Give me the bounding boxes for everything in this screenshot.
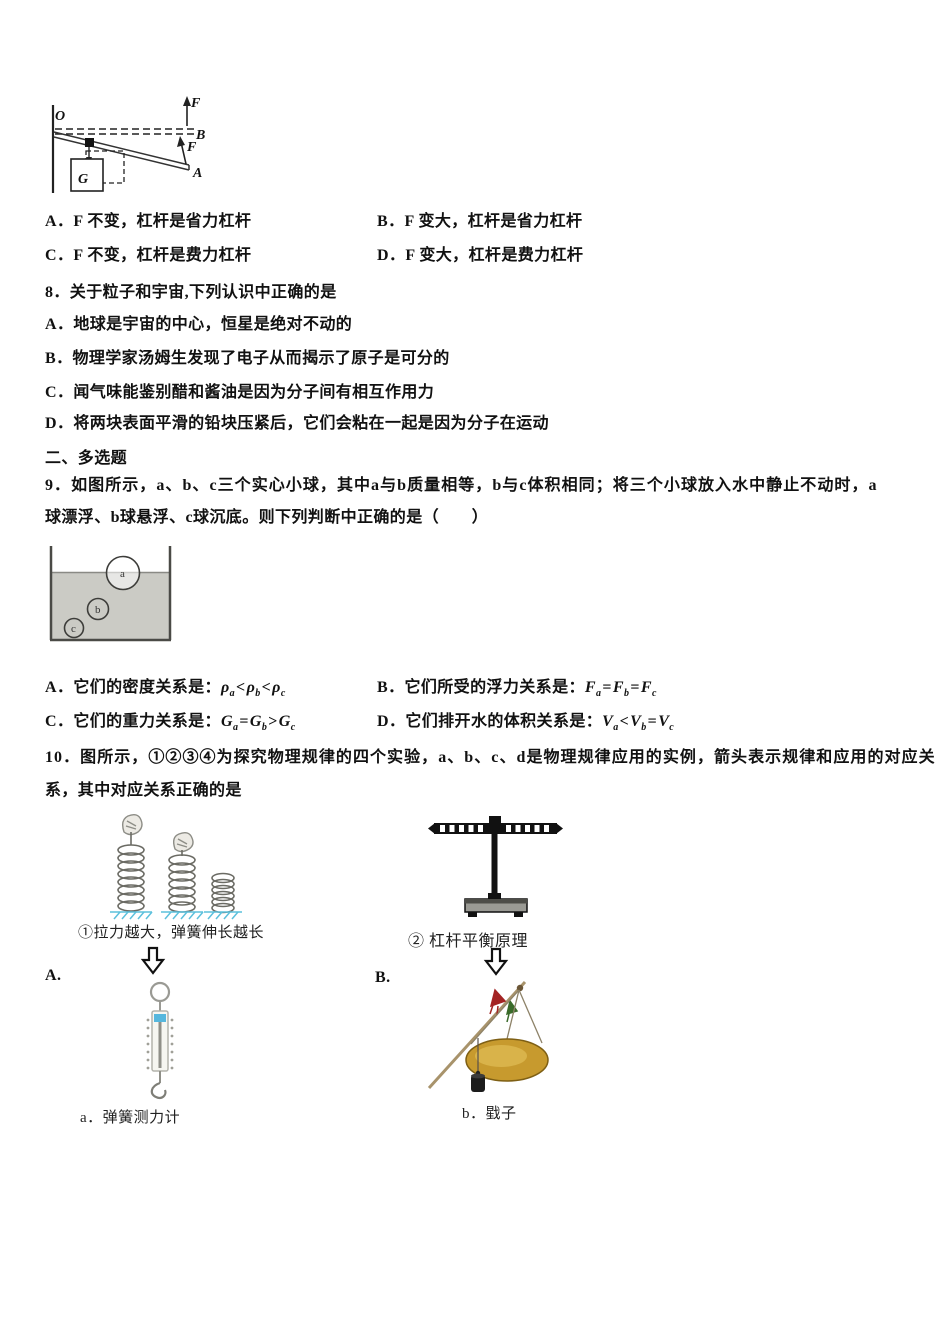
ball-c-label: c — [71, 623, 76, 635]
pivot-knob — [489, 816, 501, 823]
q7-option-b: B．F 变大，杠杆是省力杠杆 — [377, 213, 583, 230]
down-arrow-icon — [140, 946, 166, 975]
lever-diagram: O B F A F G — [51, 96, 205, 193]
point-a-label: A — [192, 166, 202, 181]
hand-icon — [121, 813, 143, 836]
q10-choice-a-label: A. — [45, 967, 62, 984]
beam-left-tip — [428, 823, 435, 834]
q9-option-c-formula: Ga=Gb>Gc — [220, 713, 296, 734]
ball-a-label: a — [120, 568, 125, 580]
steelyard-diagram — [427, 980, 549, 1092]
q8-title: 8．关于粒子和宇宙,下列认识中正确的是 — [45, 284, 337, 301]
balance-diagram — [428, 816, 563, 917]
q8-option-a: A．地球是宇宙的中心，恒星是绝对不动的 — [45, 316, 353, 333]
pan-highlight — [475, 1045, 527, 1067]
q9-option-a-formula: ρa<ρb<ρc — [220, 679, 286, 700]
application-b-caption: b．戥子 — [462, 1106, 517, 1122]
q9-option-c-text: C．它们的重力关系是： — [45, 713, 221, 730]
stand-post — [491, 834, 498, 895]
q9-option-d: D．它们排开水的体积关系是：Va<Vb=Vc — [377, 712, 674, 738]
experiment-2-caption: ② 杠杆平衡原理 — [408, 933, 529, 950]
application-a-caption: a．弹簧测力计 — [80, 1110, 181, 1126]
base-foot-left — [468, 912, 477, 917]
q9-line-1: 9．如图所示，a、b、c三个实心小球，其中a与b质量相等，b与c体积相同；将三个… — [45, 477, 878, 494]
q10-choice-b-label: B. — [375, 969, 391, 986]
q7-option-a: A．F 不变，杠杆是省力杠杆 — [45, 213, 252, 230]
weight-lid — [471, 1073, 485, 1079]
dynamometer-blue-slider — [154, 1014, 166, 1022]
ground-hatch-icon — [110, 911, 242, 920]
q9-option-b-text: B．它们所受的浮力关系是： — [377, 679, 585, 696]
beam-right-tip — [556, 823, 563, 834]
dynamometer-hook — [150, 1081, 167, 1099]
beam-notches — [440, 825, 549, 832]
force-f-mid-label: F — [186, 140, 197, 155]
point-o-label: O — [55, 109, 65, 124]
experiment-1-caption: ①拉力越大，弹簧伸长越长 — [78, 925, 265, 941]
base-foot-right — [514, 912, 523, 917]
spring-1 — [117, 832, 145, 912]
weight-box — [70, 158, 104, 192]
q10-line-1: 10．图所示，①②③④为探究物理规律的四个实验，a、b、c、d是物理规律应用的实… — [45, 749, 936, 766]
spring-experiment-diagram — [110, 813, 242, 920]
post-joint — [488, 893, 501, 899]
q8-option-c: C．闻气味能鉴别醋和酱油是因为分子间有相互作用力 — [45, 384, 435, 401]
q9-option-d-formula: Va<Vb=Vc — [602, 713, 675, 734]
q9-option-b-formula: Fa=Fb=Fc — [584, 679, 657, 700]
dynamometer-ring — [149, 981, 171, 1003]
beam-line-1 — [53, 131, 190, 166]
q9-line-2: 球漂浮、b球悬浮、c球沉底。则下列判断中正确的是（ ） — [45, 509, 489, 526]
force-f-top-label: F — [190, 96, 201, 111]
section-2-header: 二、多选题 — [45, 450, 128, 467]
rod-top-knob — [516, 984, 524, 992]
q7-option-c: C．F 不变，杠杆是费力杠杆 — [45, 247, 252, 264]
weight-g-label: G — [78, 172, 88, 187]
q9-option-a: A．它们的密度关系是：ρa<ρb<ρc — [45, 678, 286, 704]
ball-c — [63, 617, 85, 639]
q8-option-b: B．物理学家汤姆生发现了电子从而揭示了原子是可分的 — [45, 350, 450, 367]
steelyard-weight — [471, 1075, 485, 1092]
balance-beam — [434, 823, 557, 834]
water-tank-diagram: a b c — [49, 546, 172, 642]
q8-option-d: D．将两块表面平滑的铅块压紧后，它们会粘在一起是因为分子在运动 — [45, 415, 549, 432]
q9-option-a-text: A．它们的密度关系是： — [45, 679, 221, 696]
hand-icon — [172, 831, 194, 853]
base-top-stripe — [465, 899, 527, 904]
q9-option-d-text: D．它们排开水的体积关系是： — [377, 713, 603, 730]
pan-strings — [470, 989, 543, 1045]
q9-option-b: B．它们所受的浮力关系是：Fa=Fb=Fc — [377, 678, 657, 704]
force-f-mid-arrowhead — [177, 136, 185, 147]
hanging-point — [85, 138, 94, 147]
green-tassel-icon — [505, 999, 519, 1023]
down-arrow-icon — [483, 947, 509, 976]
q7-option-d: D．F 变大，杠杆是费力杠杆 — [377, 247, 584, 264]
dynamometer-scale-ticks — [146, 1018, 174, 1070]
force-f-top-arrowhead — [183, 96, 191, 106]
ball-a — [105, 555, 141, 591]
q9-option-c: C．它们的重力关系是：Ga=Gb>Gc — [45, 712, 296, 738]
q10-line-2: 系，其中对应关系正确的是 — [45, 782, 242, 799]
beam-line-2 — [53, 136, 190, 171]
point-b-label: B — [195, 128, 205, 143]
red-tassel-icon — [489, 988, 507, 1016]
spring-dynamometer-diagram — [146, 981, 174, 1099]
spring-2 — [168, 850, 196, 913]
spring-3 — [211, 872, 235, 914]
steelyard-rod — [427, 980, 527, 1090]
ball-b — [86, 597, 110, 621]
ball-b-label: b — [95, 604, 101, 616]
